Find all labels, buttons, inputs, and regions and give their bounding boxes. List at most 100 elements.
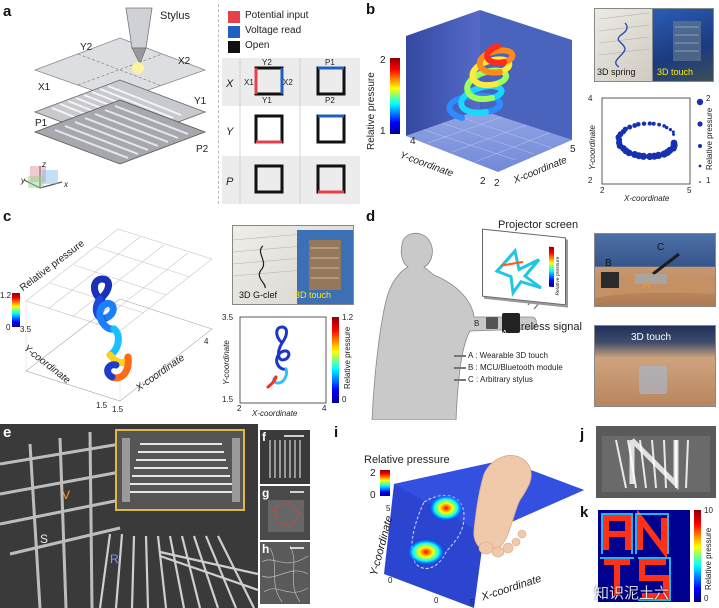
c-cbar-0: 0 [6,323,11,332]
d-photo-label-a: A [643,280,650,291]
panel-h-label: h [262,542,270,556]
panel-c: c 1.2 0 Relative pressure Y-coordinate [0,205,360,420]
i-tick-5a: 5 [386,504,391,513]
panel-h: h [260,542,310,604]
stylus-label: Stylus [160,10,190,22]
table-row-y: Y [226,126,234,138]
c-2d-ytick-3-5: 3.5 [222,313,234,322]
panel-a-divider [218,4,219,204]
panel-j-label: j [580,426,585,443]
b-xtick-2: 2 [494,178,500,189]
panel-d: d B A C Projector screen Relative pressu… [362,205,719,420]
b-photo-touch: 3D touch [652,8,714,82]
i-tick-5b: 5 [470,598,475,607]
d-projector-screen: Relative pressure [482,228,566,306]
b-scatter-dot [671,130,675,134]
panel-a-layers-diagram [23,7,207,189]
b-sc-xtick-2: 2 [600,186,605,195]
panel-c-label: c [3,208,12,225]
c-2d-cbar-label: Relative pressure [343,326,352,389]
c-2d-xtick-2: 2 [237,404,242,413]
c-2d-cbar-1-2: 1.2 [342,313,354,322]
d-photo-sensor-patch [639,366,667,394]
panel-d-label: d [366,208,376,225]
electrode-p2: P2 [196,144,209,155]
d-arm-label-c: C [512,319,518,328]
c-xtick-1-5: 1.5 [112,405,124,414]
e-letter-r: R [110,552,119,566]
d-arm-label-a: A [502,329,508,338]
panel-k-label: k [580,504,589,521]
b-sc-xtick-5: 5 [687,186,692,195]
b-scatter-plot [601,97,704,185]
panel-i-label: i [334,424,339,441]
axis-y: y [21,176,25,185]
table-col-y2: Y2 [262,58,272,67]
c-2d-xlabel: X-coordinate [252,409,298,418]
panel-f: f [260,430,310,484]
b-scatter-dot [657,122,661,127]
e-letter-s: S [40,532,49,546]
d-legend-c: C : Arbitrary stylus [468,375,533,384]
legend-swatch-open [228,41,240,53]
d-projector-label: Projector screen [498,219,579,231]
b-scatter-dot [632,123,638,128]
b-ztick-2: 2 [380,55,386,66]
c-2d-xtick-4: 4 [322,404,327,413]
d-photo-label-c: C [657,242,665,253]
panel-a-table [222,58,360,204]
panel-g: g [260,486,310,540]
b-sc-cbar-label: Relative pressure [705,107,714,170]
b-ztick-1: 1 [380,126,386,137]
c-xtick-4: 4 [204,337,209,346]
k-heatmap [598,509,701,602]
i-ztick-2: 2 [370,468,376,479]
table-col-p1: P1 [325,58,335,67]
b-sc-xlabel: X-coordinate [624,194,670,203]
b-scatter-dot [660,150,668,158]
electrode-x1: X1 [38,82,51,93]
panel-b-label: b [366,1,376,18]
i-ztick-0: 0 [370,490,376,501]
table-col-y1: Y1 [262,96,272,105]
c-2d-plot [239,316,339,404]
d-legend-b: B : MCU/Bluetooth module [468,363,563,372]
panel-a-label: a [3,3,12,20]
table-x1: X1 [244,78,254,87]
b-scatter-dot [641,121,647,126]
k-watermark: 知识泥土六 [594,585,670,602]
i-tick-0a: 0 [388,576,393,585]
electrode-x2: X2 [178,56,191,67]
b-sc-cbar-2: 2 [706,94,711,103]
b-scatter-dot [668,128,672,132]
k-cbar-10: 10 [704,506,713,515]
b-xtick-5: 5 [570,144,576,155]
c-ytick-1-5: 1.5 [96,401,108,410]
b-photo-label-spring: 3D spring [597,67,636,77]
b-scatter-dot [636,122,641,127]
legend-potential-input: Potential input [245,10,309,21]
table-row-x: X [226,78,234,90]
d-photo-arm: C B A [594,233,716,307]
b-scatter-dot [651,121,656,126]
panel-g-label: g [262,486,270,500]
panel-j: j [580,426,716,498]
b-scatter-dot [662,124,666,128]
d-wireless-label: Wireless signal [508,321,582,333]
d-person-silhouette [371,232,543,420]
k-cbar-0: 0 [704,594,709,603]
panel-b-3d-plot [390,10,572,172]
d-photo2-label: 3D touch [631,332,672,343]
b-ytick-2: 2 [480,176,486,187]
b-photo-label-touch: 3D touch [657,67,694,77]
panel-e: e V S R [0,424,258,608]
panel-a-legend: Potential input Voltage read Open [228,10,358,56]
panel-f-label: f [262,430,266,444]
electrode-y2: Y2 [80,42,93,53]
i-pressure-map [380,455,584,608]
c-2d-ytick-1-5: 1.5 [222,395,234,404]
c-ytick-3-5: 3.5 [20,325,32,334]
legend-swatch-potential [228,11,240,23]
c-photo-label-gclef: 3D G-clef [239,290,278,300]
legend-swatch-voltage [228,26,240,38]
